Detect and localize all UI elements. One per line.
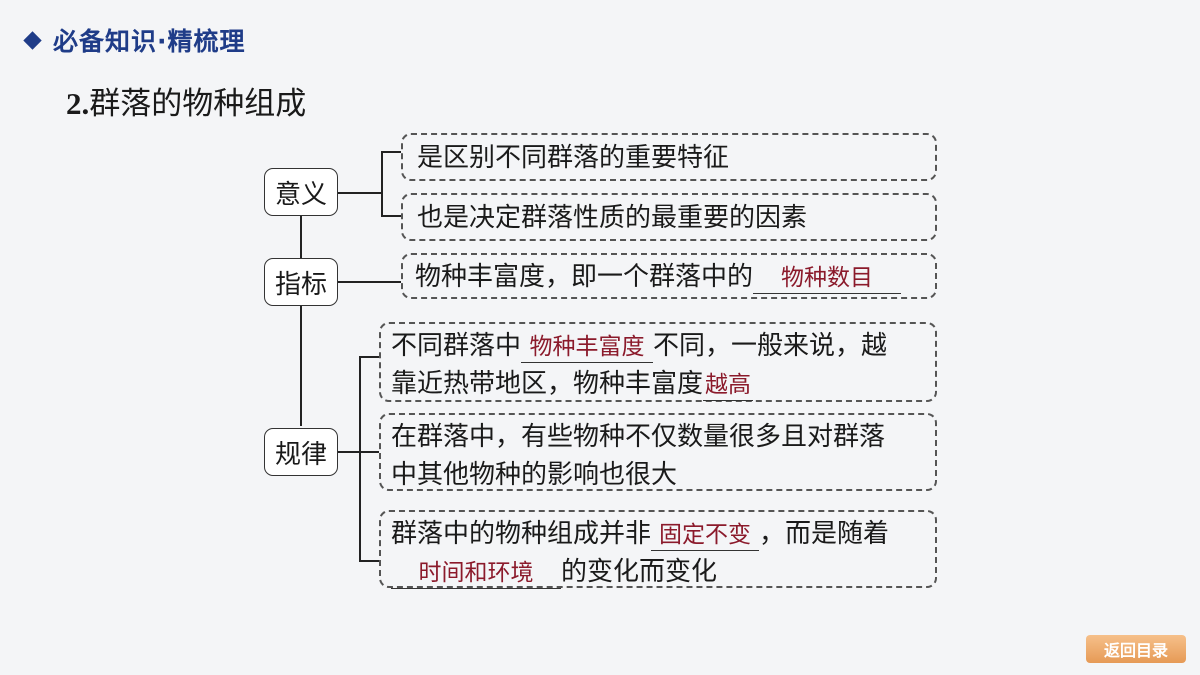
meaning-bracket — [381, 151, 383, 217]
indicator-answer: 物种数目 — [781, 265, 874, 291]
rule-branch-3 — [359, 560, 379, 562]
section-number: 2. — [66, 86, 90, 121]
meaning-branch-1 — [381, 151, 401, 153]
header: 必备知识·精梳理 — [22, 22, 246, 58]
rule3-answer1-blank: 固定不变 — [651, 519, 760, 551]
rule-box-3: 群落中的物种组成并非固定不变 ，而是随着 时间和环境 的变化而变化 — [379, 510, 937, 589]
node-indicator: 指标 — [264, 258, 338, 306]
indicator-text: 物种丰富度，即一个群落中的 — [415, 262, 754, 292]
meaning-text-1: 是区别不同群落的重要特征 — [417, 143, 730, 173]
indicator-connector — [337, 281, 401, 283]
rule-branch-2 — [359, 451, 379, 453]
rule3-prefix: 群落中的物种组成并非 — [391, 519, 652, 549]
meaning-box-1: 是区别不同群落的重要特征 — [401, 133, 937, 181]
meaning-connector — [337, 192, 383, 194]
rule-bracket — [359, 356, 361, 562]
meaning-text-2: 也是决定群落性质的最重要的因素 — [417, 203, 808, 233]
rule2-line2: 中其他物种的影响也很大 — [391, 460, 678, 490]
node-meaning: 意义 — [264, 168, 338, 216]
rule3-line2-suffix: 的变化而变化 — [561, 557, 718, 587]
rule1-answer2: 越高 — [705, 372, 752, 398]
node-rule: 规律 — [264, 428, 338, 476]
rule3-answer2-blank: 时间和环境 — [391, 557, 561, 589]
rule1-answer1-blank: 物种丰富度 — [521, 331, 654, 363]
rule1-line2: 靠近热带地区，物种丰富度 — [391, 369, 704, 399]
meaning-branch-2 — [381, 215, 401, 217]
rule3-answer2: 时间和环境 — [418, 560, 534, 586]
rule-box-2: 在群落中，有些物种不仅数量很多且对群落 中其他物种的影响也很大 — [379, 413, 937, 491]
indicator-box: 物种丰富度，即一个群落中的 物种数目 — [401, 253, 937, 299]
back-to-contents-button[interactable]: 返回目录 — [1086, 635, 1186, 663]
rule3-suffix: ，而是随着 — [759, 519, 890, 549]
section-title: 2.群落的物种组成 — [66, 78, 306, 123]
trunk-line — [300, 214, 302, 426]
rule1-middle: 不同，一般来说，越 — [653, 331, 888, 361]
diamond-bullet-icon — [23, 30, 42, 50]
rule-branch-1 — [359, 356, 379, 358]
rule1-answer1: 物种丰富度 — [529, 334, 645, 360]
rule1-prefix: 不同群落中 — [391, 331, 522, 361]
indicator-answer-blank: 物种数目 — [753, 262, 902, 294]
section-heading: 群落的物种组成 — [89, 86, 307, 122]
rule2-line1: 在群落中，有些物种不仅数量很多且对群落 — [391, 422, 886, 452]
header-title: 必备知识·精梳理 — [53, 27, 246, 56]
rule1-answer2-blank: 越高 — [703, 369, 754, 401]
rule3-answer1: 固定不变 — [659, 522, 752, 548]
rule-box-1: 不同群落中物种丰富度不同，一般来说，越 靠近热带地区，物种丰富度越高 — [379, 322, 937, 402]
rule-connector — [337, 451, 361, 453]
meaning-box-2: 也是决定群落性质的最重要的因素 — [401, 193, 937, 241]
